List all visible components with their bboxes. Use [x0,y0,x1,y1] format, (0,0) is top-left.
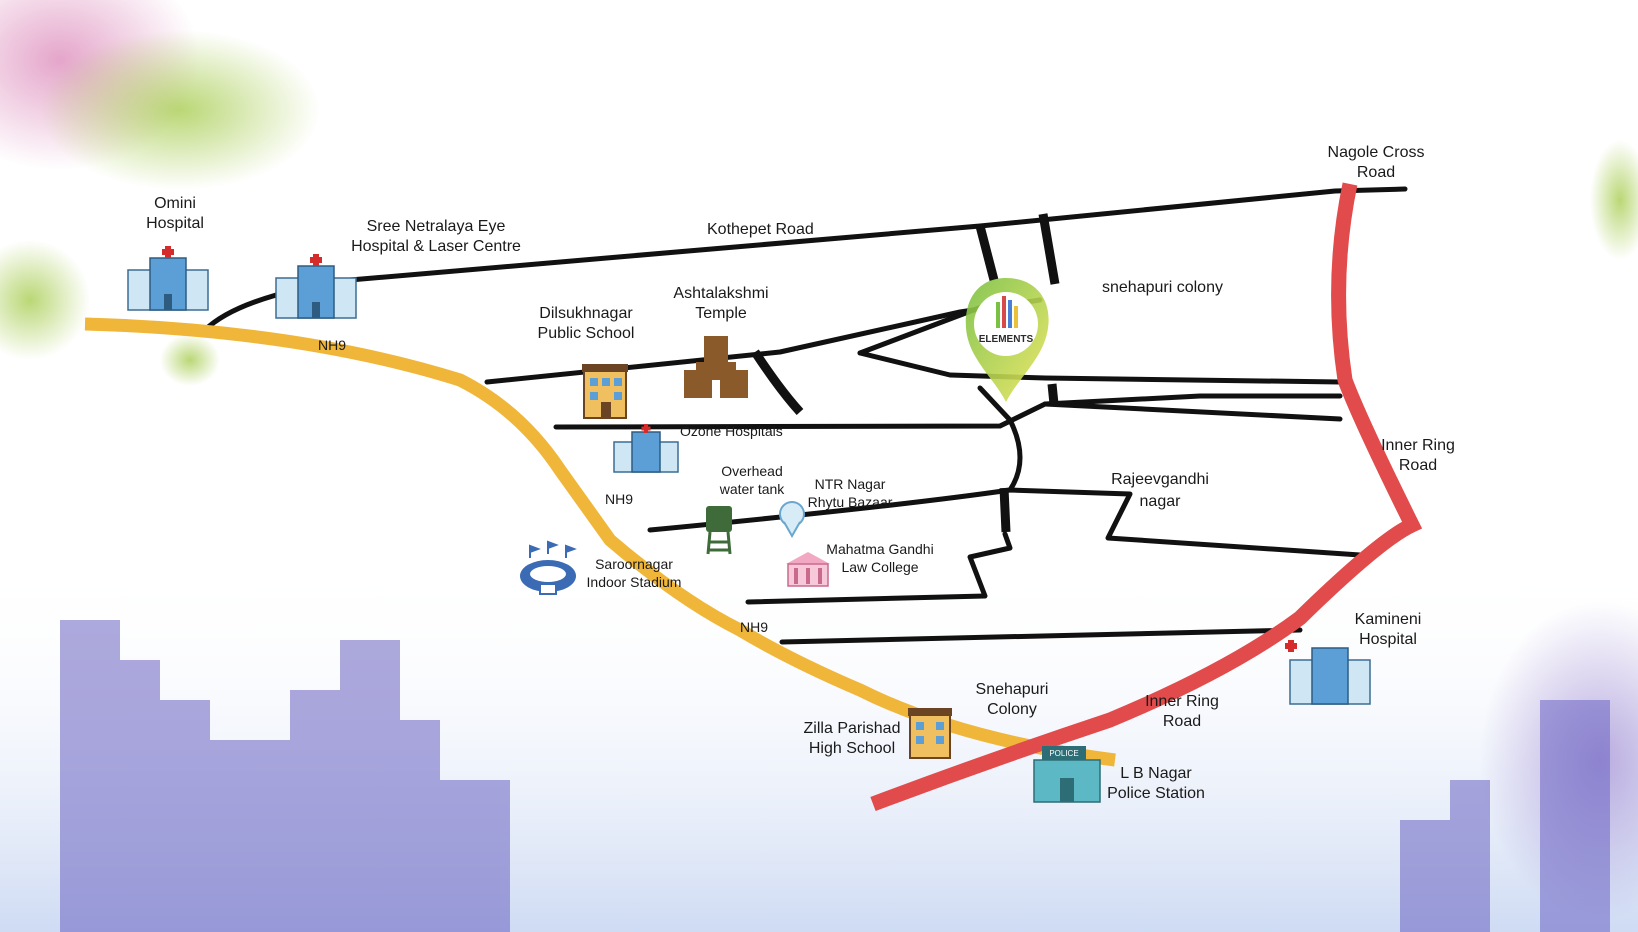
law-college-icon [786,552,830,587]
nh9-label-bottom: NH9 [740,619,768,635]
sree-netralaya-hospital-icon [275,254,357,319]
police-sign: POLICE [1049,749,1078,758]
snehapuri-colony-upper-label: snehapuri colony [1102,279,1223,296]
thick-connectors [751,213,1060,533]
kothepet-road-label: Kothepet Road [707,221,814,238]
water-tank-icon [706,506,732,555]
inner-ring-road [870,182,1423,812]
zilla-school-icon [908,708,952,759]
nh9-label-top: NH9 [318,337,346,353]
elements-logo-text: ELEMENTS [979,334,1034,345]
kamineni-hospital-icon [1285,640,1371,705]
dilsukhnagar-school-icon [582,364,628,419]
nh9-label-middle: NH9 [605,491,633,507]
city-skyline-silhouette [60,620,1610,932]
temple-icon [684,336,748,398]
ozone-hospitals-label: Ozone Hospitals [680,423,783,439]
stadium-icon [520,540,577,595]
omini-hospital-icon [127,246,209,311]
police-station-icon: POLICE [1033,746,1101,803]
elements-project-pin-icon: ELEMENTS [965,278,1049,402]
nh9-highway [84,317,1116,767]
ozone-hospital-icon [613,424,679,473]
map-pin-icon [779,501,805,539]
